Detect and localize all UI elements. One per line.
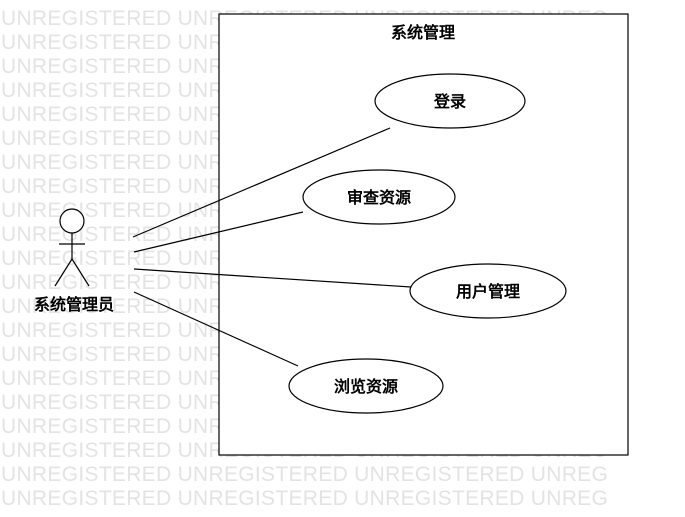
actor[interactable]: 系统管理员: [34, 208, 114, 314]
system-title: 系统管理: [391, 23, 455, 42]
use-case-review-resources[interactable]: 审查资源: [302, 169, 456, 225]
actor-figure-icon: [54, 208, 90, 287]
use-case-ellipse: [374, 73, 526, 129]
use-case-ellipse: [302, 169, 456, 225]
association-login: [132, 127, 391, 238]
association-user-management: [133, 268, 412, 288]
use-case-ellipse: [409, 263, 567, 319]
use-case-user-management[interactable]: 用户管理: [409, 263, 567, 319]
use-case-label: 浏览资源: [334, 377, 398, 396]
use-case-label: 审查资源: [347, 188, 411, 207]
associations: [132, 127, 412, 367]
use-case-label: 登录: [433, 92, 466, 111]
use-case-browse-resources[interactable]: 浏览资源: [288, 358, 444, 414]
actor-name: 系统管理员: [34, 295, 114, 314]
association-browse-resources: [133, 291, 299, 367]
use-case-label: 用户管理: [456, 282, 520, 301]
use-case-ellipse: [288, 358, 444, 414]
association-review-resources: [133, 211, 304, 253]
use-case-login[interactable]: 登录: [374, 73, 526, 129]
